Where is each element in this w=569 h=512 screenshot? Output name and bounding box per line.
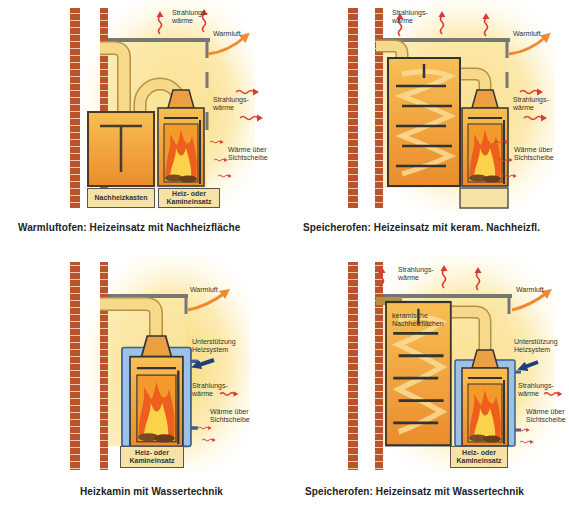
panel-caption: Speicherofen: Heizeinsatz mit keram. Nac… [303,222,540,234]
heating-insert [462,90,508,186]
warm-air-arrow [188,292,226,310]
callout-label: Warmluft [213,30,253,38]
heat-arrow-right [520,440,534,444]
base-label: Heiz- oder Kamineinsatz [164,190,214,206]
chimney-wall [70,8,80,208]
base-label: Heiz- oder Kamineinsatz [127,449,177,465]
heat-arrow-up [439,11,446,34]
heat-arrow-right [544,391,562,397]
callout-label: Warmluft [513,30,553,38]
callout-label: Strahlungs- wärme [513,96,553,112]
heat-arrow-right [524,115,547,122]
heat-arrow-right [503,174,517,178]
callout-label: Unterstützung Heizsystem [514,338,564,354]
callout-label: Wärme über Sichtscheibe [210,408,255,424]
cladding [383,40,507,188]
panel-warm-air-stove [70,0,263,212]
cladding-top [108,38,210,42]
heat-arrow-up [397,13,404,36]
cladding-side [508,296,511,314]
cladding-top [383,38,510,42]
heat-arrow-right [236,89,259,96]
flue-pipe [100,304,156,340]
heating-support-arrow [196,360,214,366]
callout-label: Strahlungs- wärme [213,96,253,112]
panel-water-fireplace [70,256,250,472]
heat-arrow-up [483,13,490,36]
component-base: Heiz- oder Kamineinsatz [120,446,184,468]
heat-arrow-right [202,438,216,442]
base-label: Heiz- oder Kamineinsatz [454,449,504,465]
flue-pipe [100,48,124,112]
warm-air-arrow [208,36,246,54]
heat-arrow-right [240,115,263,122]
callout-label: Strahlungs- wärme [192,382,232,398]
heating-support-arrow [522,362,538,368]
connector-pipe [449,312,485,352]
ceramic-storage [386,302,451,445]
callout-label: Strahlungs- wärme [392,9,432,25]
callout-label: keramische Nachheizflächen [392,312,447,328]
heat-arrow-right [516,428,530,432]
heat-glow [80,0,255,212]
heat-arrow-right [495,140,509,144]
water-insert [455,350,521,446]
heat-arrow-right [520,89,543,96]
chimney-wall [375,8,383,208]
callout-label: Strahlungs- wärme [398,266,438,282]
base-label: Nachheizkasten [95,194,148,202]
heating-insert [158,90,204,186]
component-base: Heiz- oder Kamineinsatz [158,188,220,208]
ceramic-storage [388,58,460,186]
chimney-wall [100,262,108,470]
warm-air-arrow [512,292,548,310]
chimney-wall [375,262,383,470]
heat-arrow-right [210,140,224,144]
heat-arrow-right [499,158,513,162]
callout-label: Warmluft [190,286,230,294]
heat-arrow-right [220,391,238,397]
heat-arrow-up [379,267,386,290]
heat-arrow-right [218,174,232,178]
panel-water-storage-stove [348,256,562,472]
cladding-side [185,296,188,314]
chimney-wall [70,262,80,470]
callout-label: Strahlungs- wärme [518,382,558,398]
callout-label: Wärme über Sichtscheibe [514,146,559,162]
panel-caption: Speicherofen: Heizeinsatz mit Wassertech… [305,486,524,498]
connector-pipe [449,312,485,352]
callout-label: Warmluft [516,286,556,294]
panel-caption: Warmluftofen: Heizeinsatz mit Nachheizfl… [18,222,240,234]
heat-glow [360,256,555,472]
heat-glow [80,256,250,472]
component-base: Heiz- oder Kamineinsatz [450,446,508,468]
insert-base [460,188,508,208]
flue-pipe [100,304,156,340]
panel-storage-stove [348,0,555,212]
callout-label: Wärme über Sichtscheibe [526,408,568,424]
heat-arrow-up [475,267,482,290]
warm-air-arrow [509,36,547,54]
heat-glow [360,0,555,212]
afterheat-baffle [100,126,142,172]
cladding-top [383,294,512,298]
heat-arrow-right [198,426,212,430]
component-base: Nachheizkasten [87,188,155,208]
heat-arrow-up [157,11,164,34]
afterheat-box [88,112,154,186]
panel-caption: Heizkamin mit Wassertechnik [80,486,223,498]
heat-arrow-up [441,265,448,288]
callout-label: Wärme über Sichtscheibe [228,146,273,162]
flue-pipe [100,48,124,112]
heat-arrow-right [214,158,228,162]
chimney-wall [348,8,358,208]
chimney-wall [348,262,358,470]
callout-label: Unterstützung Heizsystem [192,338,242,354]
water-insert [122,336,198,446]
callout-label: Strahlungs- wärme [172,9,212,25]
